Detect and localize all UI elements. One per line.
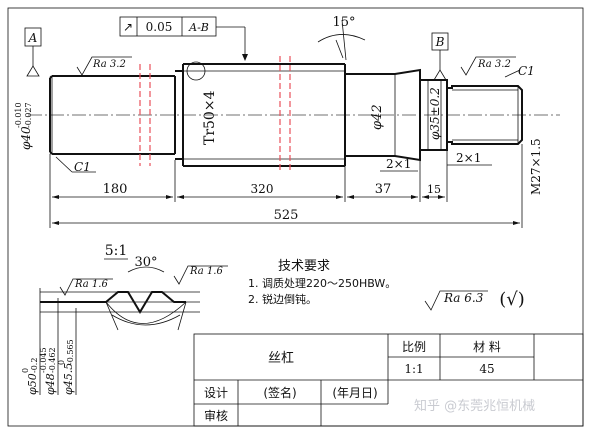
detail-d50-upper: 0 [21,368,30,373]
signature-label: (签名) [263,385,296,400]
detail-d48-upper: -0.045 [39,347,48,373]
detail-d45-lower: -0.565 [66,339,75,365]
detail-d48: φ48 [44,373,57,395]
note-item-2: 2. 锐边倒钝。 [248,292,317,306]
angle-15-label: 15° [332,15,355,30]
watermark: 知乎 @东莞兆恒机械 [414,398,535,414]
date-label: (年月日) [332,386,377,400]
groove-dimensions: 2×1 2×1 [380,151,492,172]
detail-circle [186,61,206,81]
roughness-left-label: Ra 3.2 [92,59,126,70]
part-name: 丝杠 [268,350,294,366]
scale-label: 比例 [402,340,426,354]
note-item-1: 1. 调质处理220～250HBW。 [248,277,396,290]
dia-left-base: φ40 [19,126,33,150]
dia-left-lower: -0.027 [24,102,33,128]
dia-bearing-label: φ35±0.2 [428,87,442,140]
chamfer-left-label: C1 [74,160,91,174]
roughness-general-label: Ra 6.3 [443,291,484,305]
datum-b-label: B [435,35,445,49]
runout-tolerance-frame: ↗ 0.05 A-B [119,16,248,61]
dim-180: 180 [103,182,128,197]
dia-left-upper: -0.010 [14,102,23,128]
material-label: 材 料 [473,340,501,354]
dimension-lines: 180 320 37 15 525 [49,144,523,228]
title-block: 丝杠 比例 材 料 1:1 45 设计 (签名) (年月日) 审核 [193,333,584,427]
detail-d45: φ45.5 [62,363,75,395]
datum-b: B [431,32,449,81]
roughness-left: Ra 3.2 [76,56,132,76]
roughness-right: Ra 3.2 [460,56,516,76]
dim-15: 15 [427,183,441,196]
chamfer-right-label: C1 [518,64,535,78]
technical-notes: 技术要求 1. 调质处理220～250HBW。 2. 锐边倒钝。 [248,259,396,306]
dia-mid-label: φ42 [370,104,385,130]
taper-angle-annotation: 15° [317,15,366,61]
detail-scale-label: 5:1 [105,243,128,259]
groove-2-label: 2×1 [456,151,481,165]
break-lines [139,56,291,172]
datum-a-label: A [28,31,38,45]
diameter-labels: φ40 -0.010 -0.027 Tr50×4 φ42 φ35±0.2 M27… [14,87,543,195]
dia-thread-label: Tr50×4 [202,90,218,145]
dia-end-thread-label: M27×1.5 [529,138,543,195]
material-value: 45 [479,362,494,376]
detail-d45-upper: 0 [57,360,66,365]
review-label: 审核 [204,408,228,423]
scale-value: 1:1 [404,362,423,376]
dim-525: 525 [274,208,299,223]
notes-title: 技术要求 [278,259,330,274]
tolerance-datum: A-B [188,21,209,34]
groove-1-label: 2×1 [386,157,411,171]
roughness-thread1-label: Ra 1.6 [74,279,108,290]
detail-d48-lower: -0.462 [48,347,57,373]
dim-320: 320 [251,182,274,196]
roughness-thread2-label: Ra 1.6 [189,266,223,277]
datum-a: A [24,27,42,77]
design-label: 设计 [204,386,228,400]
detail-d50: φ50 [26,373,39,395]
roughness-right-label: Ra 3.2 [477,59,511,70]
runout-icon: ↗ [123,20,133,34]
thread-detail-view: 5:1 30° Ra 1.6 Ra 1.6 φ50 0 -0.2 φ48 -0.… [21,243,228,395]
detail-angle-label: 30° [134,255,157,270]
general-roughness: Ra 6.3 (√) [424,289,525,311]
shaft-outline [49,63,523,167]
detail-d50-lower: -0.2 [30,358,39,373]
tolerance-value: 0.05 [146,20,173,34]
dim-37: 37 [375,182,392,197]
roughness-other-symbol: (√) [499,289,525,310]
